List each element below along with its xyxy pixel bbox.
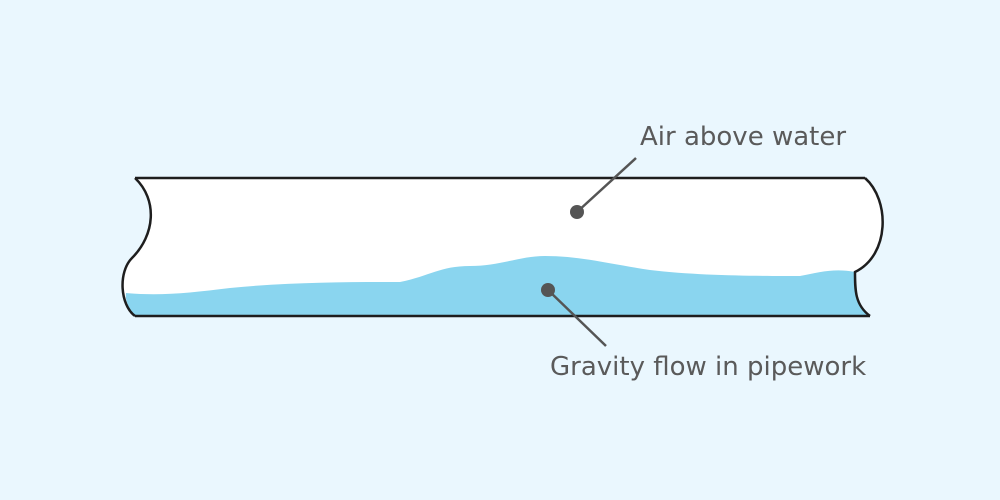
gravity-callout-dot — [541, 283, 555, 297]
air-callout-line — [576, 157, 637, 213]
pipe-left-cut — [121, 177, 152, 318]
water-layer — [125, 256, 870, 316]
air-label: Air above water — [640, 122, 847, 152]
gravity-flow-label: Gravity flow in pipework — [550, 352, 867, 382]
pipe-right-cut — [853, 177, 884, 318]
gravity-callout-line — [547, 289, 607, 347]
air-callout-dot — [570, 205, 584, 219]
